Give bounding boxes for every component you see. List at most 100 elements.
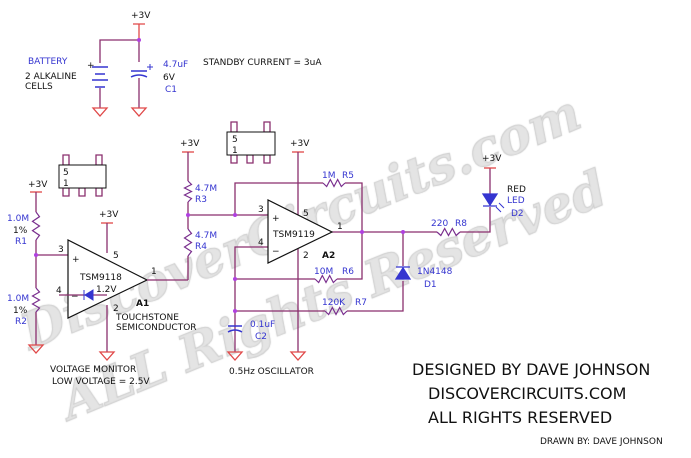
- battery-desc: 2 ALKALINE: [25, 72, 77, 82]
- standby-current: STANDBY CURRENT = 3uA: [203, 58, 322, 68]
- a1-plus: +: [72, 255, 80, 265]
- a1-part: TSM9118: [79, 273, 122, 283]
- opamp-a1: [67, 239, 149, 319]
- power-label: +3V: [482, 154, 502, 164]
- ic-package-1: 5 1: [58, 154, 107, 197]
- r2-ref: R2: [15, 317, 27, 327]
- ground-icon: [27, 344, 45, 354]
- a1-pin4: 4: [56, 286, 62, 296]
- c1-voltage: 6V: [163, 73, 176, 83]
- a2-pin4: 4: [258, 238, 264, 248]
- led-d2: [481, 193, 505, 213]
- zener-reference-icon: [83, 289, 94, 301]
- c1-value: 4.7uF: [163, 60, 188, 70]
- a1-ref: A1: [136, 299, 149, 309]
- a1-maker: TOUCHSTONE: [115, 313, 179, 323]
- resistor-r8: [436, 227, 461, 237]
- credits: DESIGNED BY DAVE JOHNSON DISCOVERCIRCUIT…: [412, 360, 663, 447]
- c1-ref: C1: [165, 85, 177, 95]
- ground-icon: [91, 107, 148, 117]
- d2-ref: D2: [511, 209, 524, 219]
- c2-ref: C2: [255, 332, 267, 342]
- c2-value: 0.1uF: [250, 320, 275, 330]
- r2-value: 1.0M: [7, 294, 29, 304]
- r1-ref: R1: [15, 237, 27, 247]
- opamp-a2: [267, 199, 334, 264]
- battery-label: BATTERY: [28, 57, 68, 67]
- pkg1-pin5: 5: [63, 168, 69, 178]
- pkg2-pin5: 5: [232, 135, 238, 145]
- a1-pin2: 2: [113, 304, 119, 314]
- oscillator: +3V 4.7M R3 4.7M R4 +3V + − 3 4 5 2 1 TS…: [180, 139, 526, 377]
- monitor-threshold: LOW VOLTAGE = 2.5V: [52, 377, 150, 387]
- resistor-r2: [31, 287, 41, 313]
- a1-pin5: 5: [113, 251, 119, 261]
- power-supply: +3V + BATTERY 2 ALKALINE CELLS 4.7uF 6V …: [25, 11, 322, 117]
- resistor-r7: [324, 306, 348, 316]
- battery-plus: +: [87, 61, 95, 71]
- r6-ref: R6: [342, 267, 354, 277]
- a1-pin1: 1: [151, 267, 157, 277]
- voltage-monitor: +3V 1.0M 1% R1 1.0M 1% R2 +3V + − 3 4 5 …: [7, 180, 197, 387]
- resistor-r4: [183, 228, 193, 257]
- a2-part: TSM9119: [272, 230, 315, 240]
- resistor-r1: [31, 211, 41, 241]
- a2-pin1: 1: [337, 222, 343, 232]
- a1-minus: −: [71, 292, 79, 302]
- r6-value: 10M: [314, 267, 333, 277]
- d2-color: RED: [507, 185, 526, 195]
- ground-icon: [226, 351, 307, 361]
- r5-value: 1M: [322, 171, 336, 181]
- capacitor-c1: [130, 64, 153, 78]
- battery-symbol: +: [87, 61, 108, 88]
- r5-ref: R5: [342, 171, 354, 181]
- a2-pin2: 2: [303, 251, 309, 261]
- power-label: +3V: [28, 180, 48, 190]
- resistor-r6: [314, 274, 338, 284]
- r1-tol: 1%: [13, 226, 28, 236]
- d1-part: 1N4148: [417, 267, 453, 277]
- d2-type: LED: [507, 196, 525, 206]
- diode-d1: [394, 266, 412, 280]
- r8-value: 220: [431, 219, 448, 229]
- rights-reserved: ALL RIGHTS RESERVED: [428, 408, 612, 427]
- resistor-r5: [322, 178, 346, 188]
- power-label: +3V: [290, 139, 310, 149]
- power-label: +3V: [131, 11, 151, 21]
- a2-pin3: 3: [258, 205, 264, 215]
- a1-ref-voltage: 1.2V: [96, 285, 117, 295]
- r7-ref: R7: [355, 298, 367, 308]
- r2-tol: 1%: [13, 306, 28, 316]
- power-label: +3V: [180, 139, 200, 149]
- a1-maker2: SEMICONDUCTOR: [116, 323, 197, 333]
- r3-ref: R3: [195, 195, 207, 205]
- site-name: DISCOVERCIRCUITS.COM: [428, 384, 626, 403]
- a2-pin5: 5: [303, 209, 309, 219]
- pkg2-pin1: 1: [232, 146, 238, 156]
- r3-value: 4.7M: [195, 184, 217, 194]
- a2-minus: −: [272, 247, 280, 257]
- a2-plus: +: [272, 214, 280, 224]
- ground-icon: [98, 351, 116, 361]
- ic-package-2: 5 1: [226, 121, 276, 164]
- pkg1-pin1: 1: [63, 179, 69, 189]
- resistor-r3: [183, 180, 193, 203]
- a2-ref: A2: [322, 251, 335, 261]
- power-label: +3V: [99, 210, 119, 220]
- r4-value: 4.7M: [195, 231, 217, 241]
- a1-pin3: 3: [58, 245, 64, 255]
- d1-ref: D1: [424, 280, 437, 290]
- battery-desc2: CELLS: [25, 82, 53, 92]
- monitor-title: VOLTAGE MONITOR: [50, 365, 136, 375]
- oscillator-label: 0.5Hz OSCILLATOR: [229, 367, 314, 377]
- drawn-by: DRAWN BY: DAVE JOHNSON: [540, 437, 663, 447]
- r1-value: 1.0M: [7, 214, 29, 224]
- r4-ref: R4: [195, 242, 207, 252]
- r7-value: 120K: [322, 298, 346, 308]
- designed-by: DESIGNED BY DAVE JOHNSON: [412, 360, 650, 379]
- r8-ref: R8: [455, 219, 467, 229]
- capacitor-c2: [227, 325, 243, 333]
